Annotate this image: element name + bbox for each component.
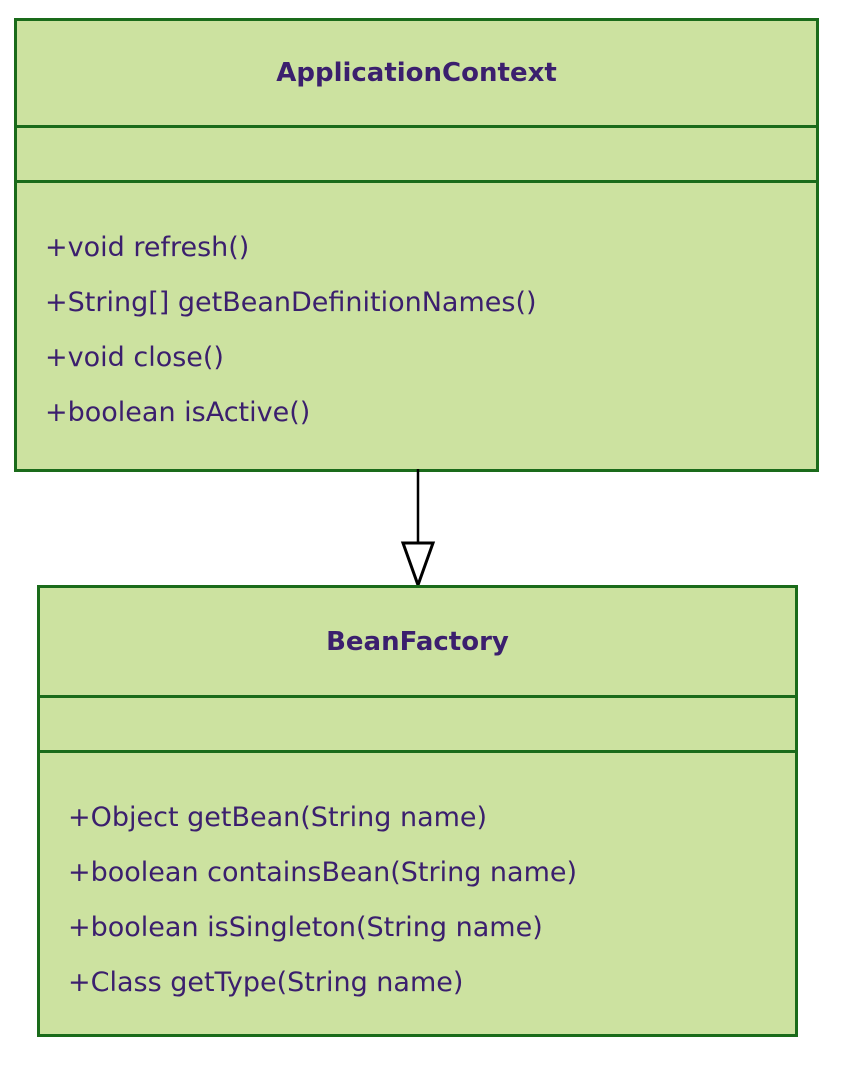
class-name-application-context: ApplicationContext [276,58,557,88]
class-operation: +boolean isActive() [45,397,311,428]
class-operation: +boolean containsBean(String name) [68,857,578,888]
class-operations-compartment-bean-factory: +Object getBean(String name) +boolean co… [40,750,795,1034]
generalization-arrow-application-context-to-bean-factory [400,469,436,590]
class-name-bean-factory: BeanFactory [326,626,509,657]
hollow-triangle-arrowhead-icon [400,541,436,590]
class-operation: +void close() [45,342,224,373]
class-operation: +String[] getBeanDefinitionNames() [45,287,537,318]
class-title-compartment-application-context: ApplicationContext [17,21,816,125]
uml-class-application-context[interactable]: ApplicationContext +void refresh() +Stri… [14,18,819,472]
class-attributes-compartment-bean-factory [40,695,795,750]
class-operation: +boolean isSingleton(String name) [68,912,543,943]
class-operation: +Object getBean(String name) [68,802,488,833]
uml-class-bean-factory[interactable]: BeanFactory +Object getBean(String name)… [37,585,798,1037]
class-title-compartment-bean-factory: BeanFactory [40,588,795,695]
class-operations-compartment-application-context: +void refresh() +String[] getBeanDefinit… [17,180,816,469]
class-operation: +void refresh() [45,232,250,263]
class-attributes-compartment-application-context [17,125,816,180]
class-operation: +Class getType(String name) [68,967,464,998]
